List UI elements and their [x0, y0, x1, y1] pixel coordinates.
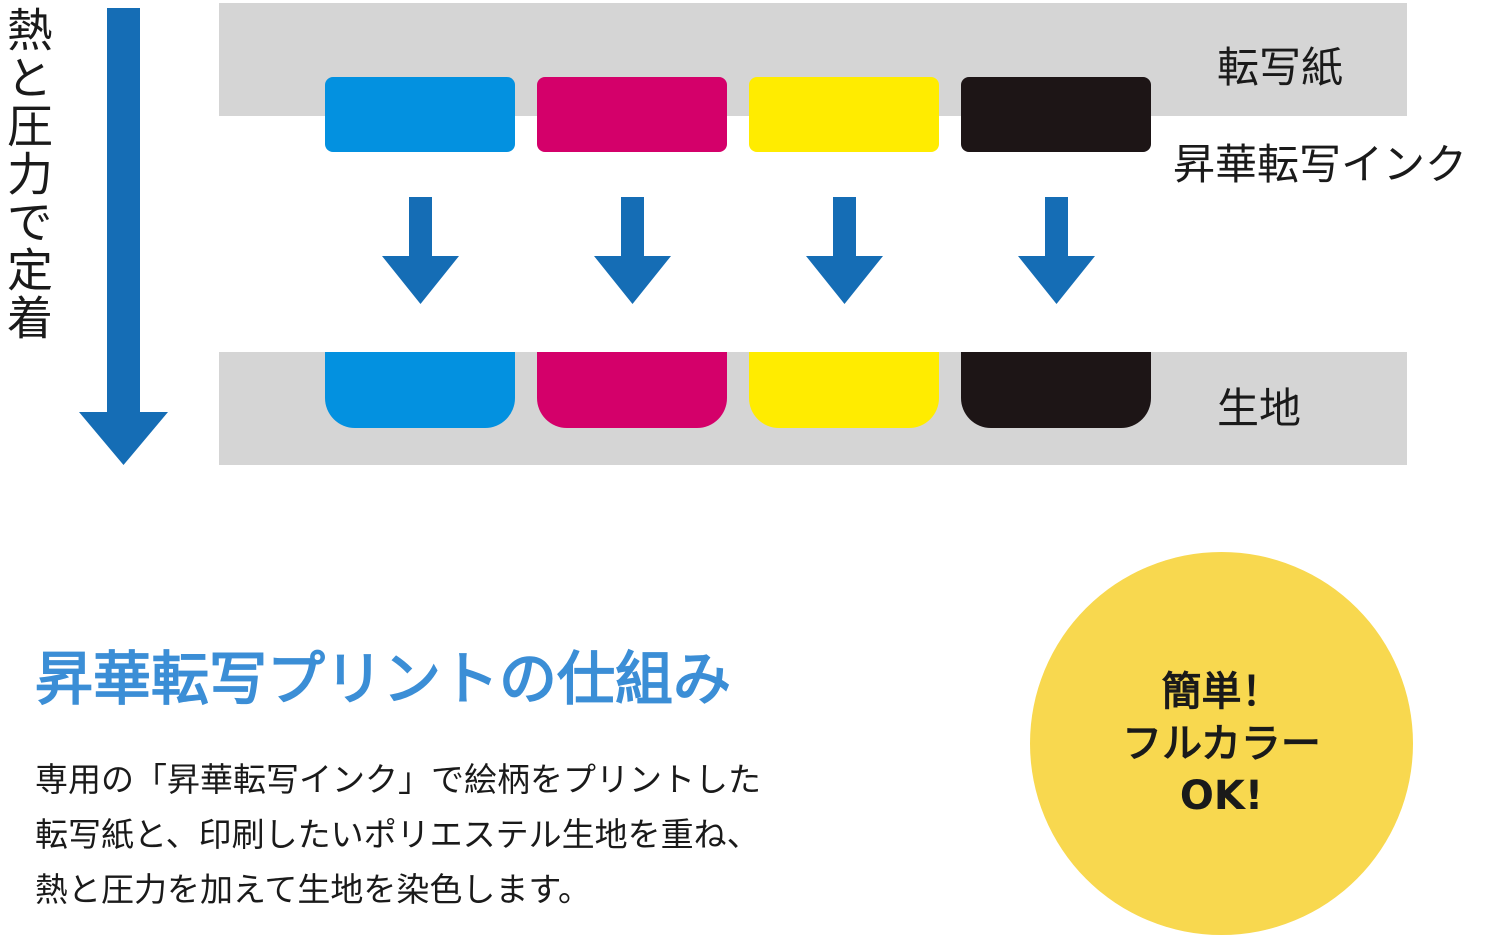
ink-cyan-fabric — [325, 352, 515, 428]
process-label: 熱と圧力で定着 — [0, 6, 54, 342]
ink-black-fabric — [961, 352, 1151, 428]
ink-yellow-fabric — [749, 352, 939, 428]
badge-line: 簡単！ — [1161, 668, 1282, 715]
ink-magenta-fabric — [537, 352, 727, 428]
description: 専用の「昇華転写インク」で絵柄をプリントした 転写紙と、印刷したいポリエステル生… — [35, 752, 761, 917]
ink-magenta-transfer — [537, 77, 727, 152]
badge-line: OK! — [1179, 772, 1264, 819]
full-color-badge: 簡単！ フルカラー OK! — [1030, 552, 1413, 935]
description-line: 熱と圧力を加えて生地を染色します。 — [35, 870, 592, 909]
down-arrow-icon — [1018, 197, 1095, 304]
down-arrow-icon — [806, 197, 883, 304]
down-arrow-icon — [382, 197, 459, 304]
badge-line: フルカラー — [1122, 720, 1321, 767]
process-arrow-icon — [79, 8, 168, 465]
ink-yellow-transfer — [749, 77, 939, 152]
sublimation-ink-label: 昇華転写インク — [1173, 140, 1468, 189]
transfer-paper-label: 転写紙 — [1217, 43, 1344, 92]
down-arrow-icon — [594, 197, 671, 304]
fabric-label: 生地 — [1217, 384, 1302, 433]
description-line: 専用の「昇華転写インク」で絵柄をプリントした — [35, 760, 761, 799]
ink-black-transfer — [961, 77, 1151, 152]
section-title: 昇華転写プリントの仕組み — [35, 645, 732, 713]
description-line: 転写紙と、印刷したいポリエステル生地を重ね、 — [35, 815, 760, 854]
ink-cyan-transfer — [325, 77, 515, 152]
